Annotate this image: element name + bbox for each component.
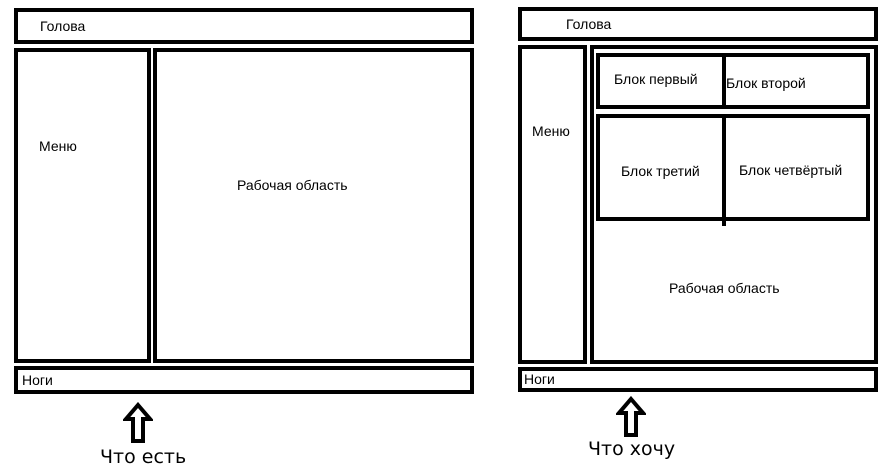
desired-top-blocks-box bbox=[596, 53, 870, 109]
outline-up-arrow-icon bbox=[616, 396, 646, 437]
current-footer-label: Ноги bbox=[22, 372, 53, 388]
current-header-label: Голова bbox=[40, 18, 86, 34]
block-2-label: Блок второй bbox=[726, 75, 806, 91]
desired-menu-box bbox=[518, 45, 587, 364]
outline-up-arrow-icon bbox=[123, 402, 153, 443]
current-header-box bbox=[14, 8, 474, 44]
desired-caption: Что хочу bbox=[588, 438, 676, 460]
current-workspace-box bbox=[153, 48, 474, 363]
block-4-label: Блок четвёртый bbox=[739, 162, 843, 178]
desired-header-box bbox=[518, 7, 878, 41]
desired-footer-label: Ноги bbox=[524, 371, 555, 387]
block-3-label: Блок третий bbox=[621, 163, 700, 179]
current-workspace-label: Рабочая область bbox=[237, 177, 348, 193]
desired-bottom-blocks-divider bbox=[722, 114, 726, 226]
desired-workspace-label: Рабочая область bbox=[669, 280, 780, 296]
desired-footer-box bbox=[518, 367, 878, 392]
current-menu-label: Меню bbox=[39, 138, 77, 154]
desired-header-label: Голова bbox=[566, 16, 612, 32]
desired-menu-label: Меню bbox=[532, 123, 570, 139]
current-footer-box bbox=[14, 366, 474, 394]
current-menu-box bbox=[14, 48, 151, 363]
block-1-label: Блок первый bbox=[614, 71, 698, 87]
desired-top-blocks-divider bbox=[722, 53, 726, 109]
current-caption: Что есть bbox=[100, 446, 187, 468]
desired-bottom-blocks-box bbox=[596, 114, 870, 221]
